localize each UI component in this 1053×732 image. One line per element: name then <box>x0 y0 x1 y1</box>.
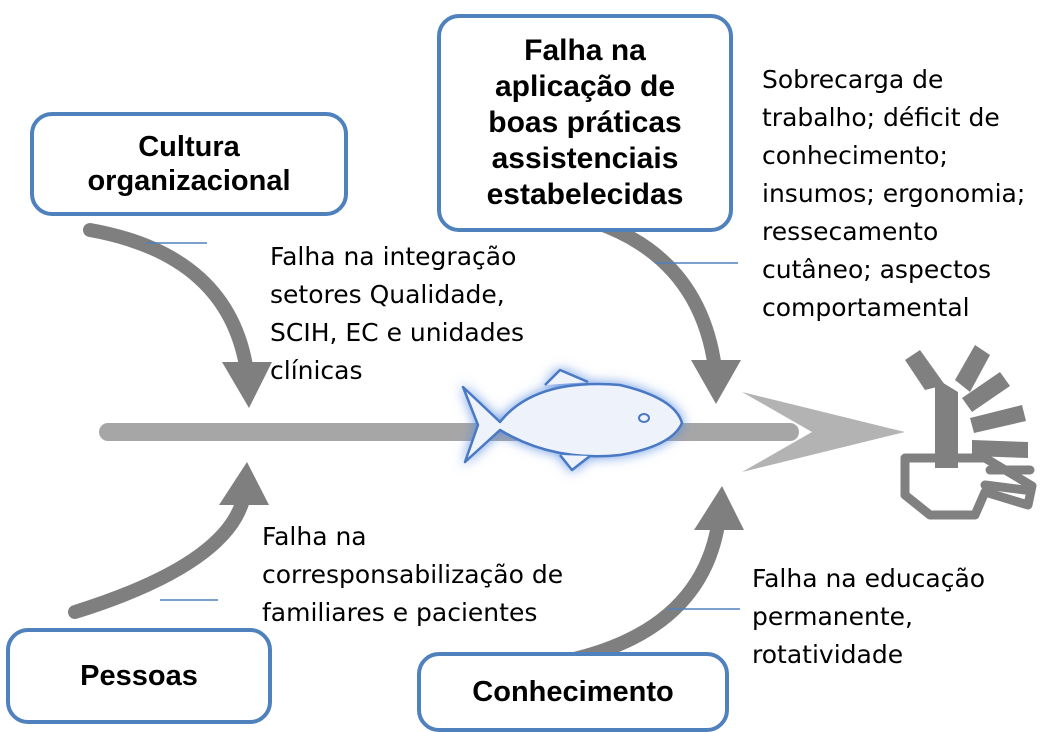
category-title-cultura: Cultura organizacional <box>87 131 291 197</box>
category-title-pessoas: Pessoas <box>80 659 198 692</box>
branch-arrow-conhecimento <box>563 518 725 667</box>
cause-text-conhecimento: Falha na educação permanente, rotativida… <box>752 564 986 669</box>
cause-text-pessoas: Falha na corresponsabilização de familia… <box>262 522 564 627</box>
category-title-conhecimento: Conhecimento <box>472 675 674 708</box>
branch-arrowhead-falha <box>691 360 741 404</box>
branch-arrow-pessoas <box>68 493 250 619</box>
cause-text-falha-aplicacao: Sobrecarga de trabalho; déficit de conhe… <box>762 65 1026 322</box>
cause-text-cultura: Falha na integração setores Qualidade, S… <box>270 242 525 385</box>
branch-arrowhead-pessoas <box>219 462 269 505</box>
branch-arrow-cultura <box>83 223 254 379</box>
category-box-pessoas: Pessoas <box>6 628 272 724</box>
branch-arrowhead-conhecimento <box>694 486 744 530</box>
category-box-falha-aplicacao: Falha na aplicação de boas práticas assi… <box>437 14 733 232</box>
fish-icon <box>461 368 684 472</box>
spine-arrowhead <box>742 392 905 472</box>
category-box-cultura: Cultura organizacional <box>30 112 348 216</box>
hands-icon <box>900 345 1037 520</box>
category-title-falha-aplicacao: Falha na aplicação de boas práticas assi… <box>486 34 684 211</box>
branch-arrow-falha <box>588 215 722 375</box>
branch-arrowhead-cultura <box>222 362 272 408</box>
category-box-conhecimento: Conhecimento <box>417 652 729 732</box>
